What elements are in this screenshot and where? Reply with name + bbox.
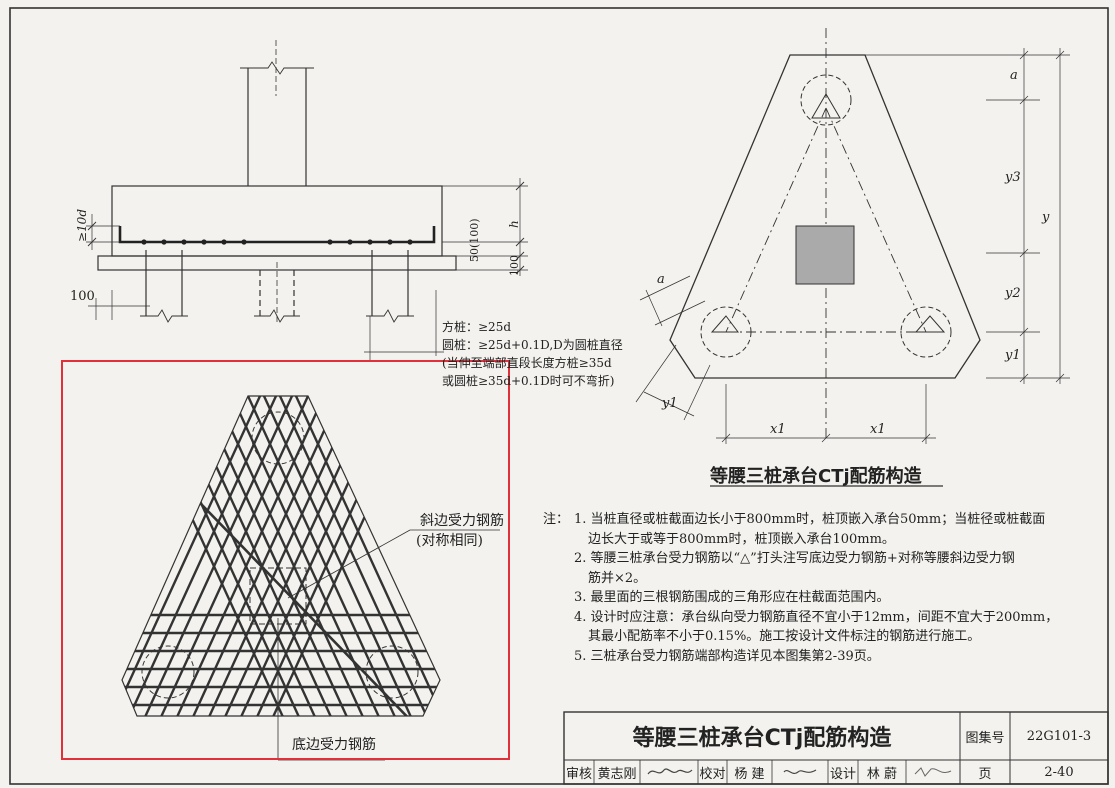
anchor-note: 方桩：≥25d 圆桩：≥25d+0.1D,D为圆桩直径 (当伸至端部直段长度方桩… xyxy=(442,318,623,390)
checker-signature xyxy=(772,760,828,784)
highlight-frame xyxy=(61,360,510,760)
note-line: 3. 最里面的三根钢筋围成的三角形应在柱截面范围内。 xyxy=(574,590,890,605)
designer-name: 林 蔚 xyxy=(866,766,898,782)
dim-a-left-label: a xyxy=(657,272,665,287)
dim-y2-label: y2 xyxy=(1005,286,1021,301)
slant-rebar-sublabel: (对称相同) xyxy=(416,533,483,549)
notes-prefix: 注： xyxy=(543,512,570,527)
section-rebar-dots xyxy=(141,239,413,245)
dim-100-right-label: 100 xyxy=(508,255,521,276)
rebar-drawing xyxy=(61,360,510,761)
design-label: 设计 xyxy=(829,766,856,782)
atlas-label: 图集号 xyxy=(965,730,1005,746)
review-label: 审核 xyxy=(565,766,592,782)
reviewer-signature xyxy=(640,760,698,784)
note-line: 5. 三桩承台受力钢筋端部构造详见本图集第2-39页。 xyxy=(574,648,880,664)
dim-y-label: y xyxy=(1042,210,1050,225)
page-label: 页 xyxy=(978,766,992,782)
note-line: 2. 等腰三桩承台受力钢筋以“△”打头注写底边受力钢筋+对称等腰斜边受力钢 xyxy=(574,551,1015,566)
dim-x1-left-label: x1 xyxy=(770,422,786,437)
checker-name: 杨 建 xyxy=(734,766,765,782)
anchor-note-line: (当伸至端部直段长度方桩≥35d xyxy=(442,356,612,370)
title-block-title: 等腰三桩承台CTj配筋构造 xyxy=(632,726,892,751)
dim-h1-label: h xyxy=(507,220,521,228)
dim-x1-right-label: x1 xyxy=(870,422,886,437)
section-drawing xyxy=(86,40,528,360)
atlas-number: 22G101-3 xyxy=(1026,728,1092,744)
anchor-note-line: 方桩：≥25d xyxy=(442,320,512,334)
designer-signature xyxy=(906,760,960,784)
slant-rebar-label: 斜边受力钢筋 xyxy=(420,513,504,529)
dim-y1-label: y1 xyxy=(1005,348,1021,363)
checker-signature-icon xyxy=(783,769,817,775)
title-block-lines xyxy=(563,711,1109,785)
notes-list: 1. 当桩直径或桩截面边长小于800mm时，桩顶嵌入承台50mm；当桩径或桩截面… xyxy=(574,510,1058,666)
dim-50-100-label: 50(100) xyxy=(468,218,481,262)
note-line: 1. 当桩直径或桩截面边长小于800mm时，桩顶嵌入承台50mm；当桩径或桩截面 xyxy=(574,512,1046,527)
reviewer-name: 黄志刚 xyxy=(597,766,637,782)
dim-10d-label: ≥10d xyxy=(75,208,90,243)
dim-y3-label: y3 xyxy=(1005,170,1021,185)
page-number: 2-40 xyxy=(1044,764,1074,780)
dim-a-top-label: a xyxy=(1010,68,1018,83)
note-line: 其最小配筋率不小于0.15%。施工按设计文件标注的钢筋进行施工。 xyxy=(588,629,981,644)
reviewer-signature-icon xyxy=(647,768,693,775)
check-label: 校对 xyxy=(699,766,726,782)
plan-title: 等腰三桩承台CTj配筋构造 xyxy=(710,466,922,487)
anchor-note-line: 或圆桩≥35d+0.1D时可不弯折) xyxy=(442,374,615,388)
note-line: 筋并×2。 xyxy=(588,570,647,586)
plan-drawing xyxy=(635,28,1070,444)
dim-y1-left-label: y1 xyxy=(662,396,678,411)
anchor-note-line: 圆桩：≥25d+0.1D,D为圆桩直径 xyxy=(442,338,623,352)
note-line: 4. 设计时应注意：承台纵向受力钢筋直径不宜小于12mm，间距不宜大于200mm… xyxy=(574,609,1059,625)
dim-100-left-label: 100 xyxy=(70,289,95,304)
designer-signature-icon xyxy=(914,767,952,777)
bottom-rebar-label: 底边受力钢筋 xyxy=(292,737,376,753)
note-line: 边长大于或等于800mm时，桩顶嵌入承台100mm。 xyxy=(588,531,895,547)
sheet-border xyxy=(9,7,1109,785)
